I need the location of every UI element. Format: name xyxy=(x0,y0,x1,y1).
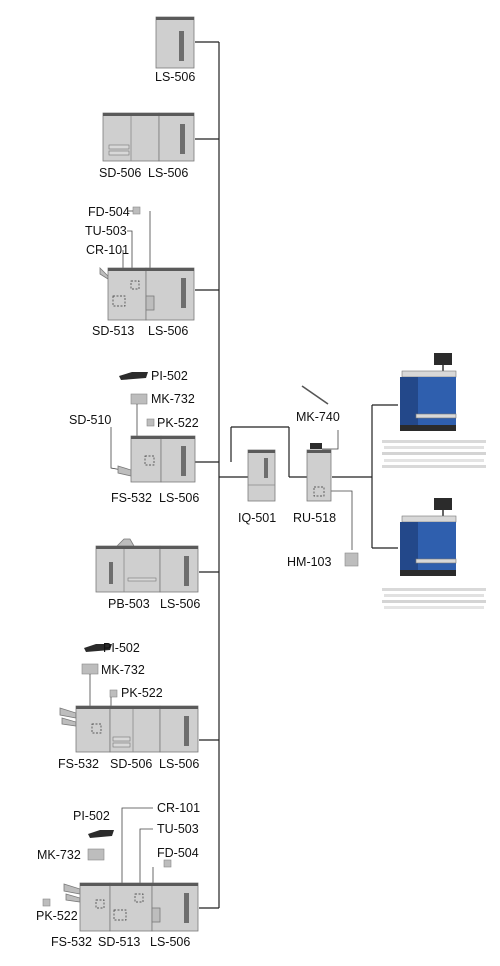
row-1-ls-506: LS-506 xyxy=(155,16,195,84)
row-4-fs-532-configuration: PI-502 MK-732 SD-510 PK-522 FS-532 LS-50… xyxy=(69,369,199,505)
main-engine-upper xyxy=(382,353,486,468)
label-sd-506: SD-506 xyxy=(110,757,152,771)
label-fs-532: FS-532 xyxy=(58,757,99,771)
label-pi-502: PI-502 xyxy=(151,369,188,383)
label-fs-532: FS-532 xyxy=(51,935,92,949)
ru-518-unit: MK-740 RU-518 HM-103 xyxy=(287,385,359,569)
label-pb-503: PB-503 xyxy=(108,597,150,611)
label-hm-103: HM-103 xyxy=(287,555,332,569)
label-pi-502: PI-502 xyxy=(73,809,110,823)
label-cr-101: CR-101 xyxy=(157,801,200,815)
label-iq-501: IQ-501 xyxy=(238,511,276,525)
label-pk-522: PK-522 xyxy=(36,909,78,923)
label-fs-532: FS-532 xyxy=(111,491,152,505)
label-ls-506: LS-506 xyxy=(148,324,188,338)
row-6-fs-532-sd-506-configuration: PI-502 MK-732 PK-522 FS-532 SD-506 LS-50… xyxy=(58,641,199,771)
label-fd-504: FD-504 xyxy=(88,205,130,219)
label-mk-732: MK-732 xyxy=(37,848,81,862)
label-ls-506: LS-506 xyxy=(159,491,199,505)
label-tu-503: TU-503 xyxy=(157,822,199,836)
row-7-fs-532-sd-513-configuration: CR-101 PI-502 TU-503 MK-732 FD-504 PK-52… xyxy=(36,801,200,949)
label-ru-518: RU-518 xyxy=(293,511,336,525)
label-ls-506: LS-506 xyxy=(148,166,188,180)
label-mk-732: MK-732 xyxy=(151,392,195,406)
label-cr-101: CR-101 xyxy=(86,243,129,257)
label-ls-506: LS-506 xyxy=(150,935,190,949)
label-sd-513: SD-513 xyxy=(98,935,140,949)
label-sd-506: SD-506 xyxy=(99,166,141,180)
label-sd-513: SD-513 xyxy=(92,324,134,338)
label-pk-522: PK-522 xyxy=(157,416,199,430)
row-5-pb-503-configuration: PB-503 LS-506 xyxy=(95,538,200,611)
iq-501-unit: IQ-501 xyxy=(238,449,276,525)
label-ls-506: LS-506 xyxy=(155,70,195,84)
row-3-sd-513-configuration: FD-504 TU-503 CR-101 SD-513 LS-506 xyxy=(85,205,195,338)
row-2-sd-506-ls-506: SD-506 LS-506 xyxy=(99,112,195,180)
label-ls-506: LS-506 xyxy=(160,597,200,611)
label-pk-522: PK-522 xyxy=(121,686,163,700)
main-engine-lower xyxy=(382,498,486,609)
label-mk-740: MK-740 xyxy=(296,410,340,424)
label-fd-504: FD-504 xyxy=(157,846,199,860)
label-tu-503: TU-503 xyxy=(85,224,127,238)
label-ls-506: LS-506 xyxy=(159,757,199,771)
label-sd-510: SD-510 xyxy=(69,413,111,427)
label-mk-732: MK-732 xyxy=(101,663,145,677)
connector-lines xyxy=(195,41,398,909)
label-pi-502: PI-502 xyxy=(103,641,140,655)
